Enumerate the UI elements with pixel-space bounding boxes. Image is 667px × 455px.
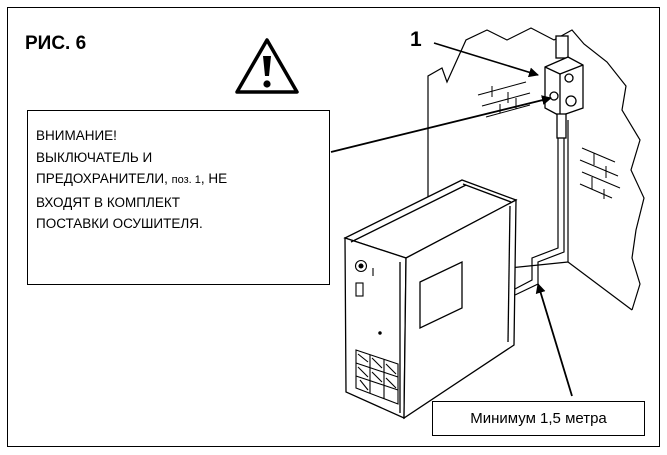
- warning-heading: ВНИМАНИЕ!: [36, 128, 117, 143]
- callout-1-arrow: [433, 42, 539, 78]
- figure-title: РИС. 6: [25, 33, 87, 54]
- warning-text-line: ПРЕДОХРАНИТЕЛИ, поз. 1, НЕ: [36, 168, 323, 192]
- brick-hatching: [477, 81, 621, 199]
- warning-text-line: ПОСТАВКИ ОСУШИТЕЛЯ.: [36, 216, 203, 231]
- disconnect-switch: [544, 35, 584, 139]
- warning-triangle-icon: [235, 38, 299, 94]
- distance-arrow: [535, 283, 573, 397]
- warning-note: ВНИМАНИЕ! ВЫКЛЮЧАТЕЛЬ И ПРЕДОХРАНИТЕЛИ, …: [27, 110, 330, 285]
- warning-position-ref: поз. 1: [171, 174, 201, 186]
- warning-text-line: ВЫКЛЮЧАТЕЛЬ И: [36, 149, 153, 165]
- warning-text-part: , НЕ: [200, 171, 228, 186]
- ventilation-grille: [355, 349, 399, 405]
- warning-leader-line: [330, 95, 552, 153]
- warning-text-line: ВХОДЯТ В КОМПЛЕКТ: [36, 194, 180, 210]
- dryer-front-details: [354, 259, 382, 335]
- minimum-distance-label: Минимум 1,5 метра: [432, 401, 645, 436]
- power-cable: [512, 138, 565, 296]
- warning-text-part: ПРЕДОХРАНИТЕЛИ,: [36, 171, 172, 186]
- callout-number: 1: [410, 28, 422, 51]
